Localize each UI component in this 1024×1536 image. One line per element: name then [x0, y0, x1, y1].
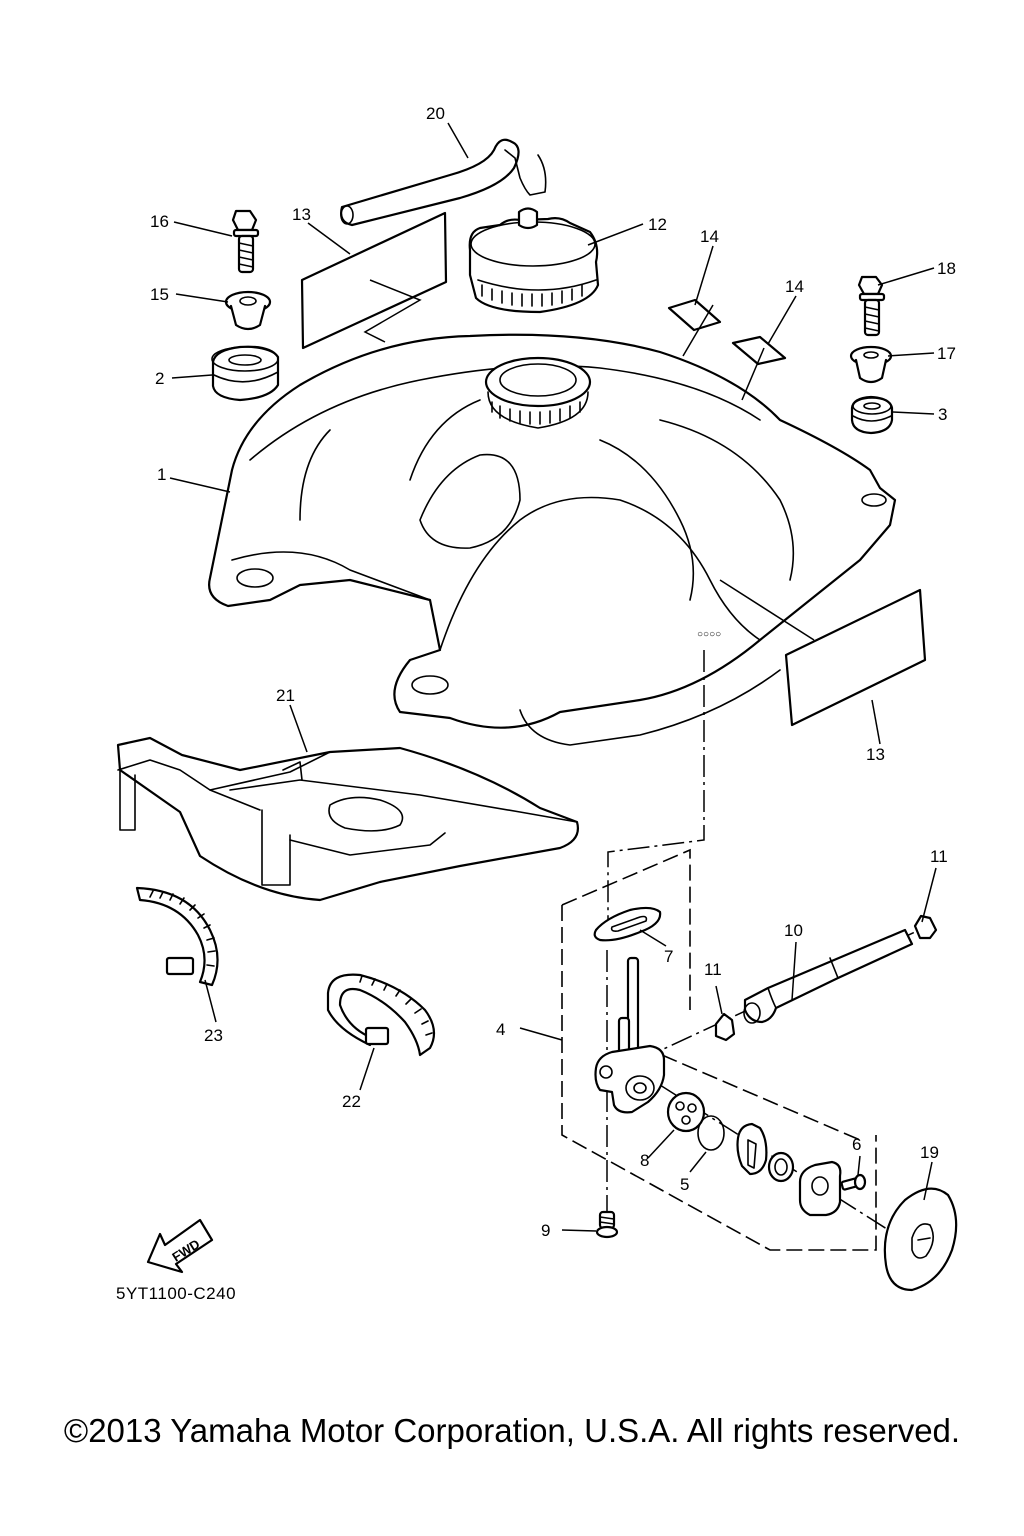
- hose-clip-11-lower: [714, 1012, 736, 1042]
- callout-numbers: 20 13 16 12 14 14 18 15 17 2 3 1 21 13 1…: [150, 104, 956, 1240]
- callout-18: 18: [937, 259, 956, 278]
- callout-14-right: 14: [785, 277, 804, 296]
- callout-7: 7: [664, 947, 673, 966]
- collar-15: [224, 290, 272, 331]
- o-ring-5: [697, 1115, 725, 1151]
- warning-label-top: [300, 211, 448, 350]
- breather-hose: [340, 138, 547, 227]
- callout-3: 3: [938, 405, 947, 424]
- emblem-pad-right: [731, 335, 787, 366]
- callout-19: 19: [920, 1143, 939, 1162]
- screw-9: [595, 1210, 619, 1239]
- lever-washer: [767, 1151, 795, 1183]
- tank-cap: [468, 207, 600, 314]
- figure-code: 5YT1100-C240: [116, 1284, 237, 1303]
- copyright-notice: ©2013 Yamaha Motor Corporation, U.S.A. A…: [63, 1412, 961, 1449]
- callout-6: 6: [852, 1135, 861, 1154]
- hose-band-22: [326, 973, 436, 1057]
- leader-lines: [169, 122, 937, 1232]
- callout-22: 22: [342, 1092, 361, 1111]
- callout-17: 17: [937, 344, 956, 363]
- callout-4: 4: [496, 1020, 505, 1039]
- fuel-cock-lever: [736, 1122, 768, 1176]
- fuel-cock-4: [594, 956, 666, 1114]
- callout-13-top: 13: [292, 205, 311, 224]
- filter-8: [666, 1091, 706, 1133]
- callout-8: 8: [640, 1151, 649, 1170]
- callout-13-side: 13: [866, 745, 885, 764]
- warning-label-side: [784, 588, 927, 727]
- callout-5: 5: [680, 1175, 689, 1194]
- fuel-hose-10: [743, 928, 914, 1024]
- damper-3: [850, 395, 894, 435]
- callout-16: 16: [150, 212, 169, 231]
- fuel-tank: ○○○○: [208, 333, 897, 746]
- callout-1: 1: [157, 465, 166, 484]
- callout-15: 15: [150, 285, 169, 304]
- collar-17: [849, 345, 893, 384]
- callout-21: 21: [276, 686, 295, 705]
- bolt-18: [857, 275, 886, 337]
- tank-under-cover: [116, 736, 579, 902]
- svg-text:○○○○: ○○○○: [697, 629, 721, 640]
- gasket-7: [593, 906, 662, 942]
- callout-10: 10: [784, 921, 803, 940]
- fuel-cock-assembly: [561, 650, 938, 1251]
- fuel-cock-cover-19: [883, 1187, 958, 1292]
- callout-23: 23: [204, 1026, 223, 1045]
- callout-2: 2: [155, 369, 164, 388]
- emblem-pad-left: [667, 298, 722, 332]
- hose-band-23: [135, 886, 219, 987]
- callout-12: 12: [648, 215, 667, 234]
- callout-11-lower: 11: [704, 960, 722, 979]
- cock-plate: [798, 1160, 842, 1217]
- callout-20: 20: [426, 104, 445, 123]
- screw-6: [840, 1173, 867, 1191]
- bolt-16: [231, 209, 260, 274]
- hose-clip-11-upper: [913, 914, 938, 940]
- fwd-arrow-icon: FWD: [146, 1218, 214, 1274]
- callout-11-upper: 11: [930, 847, 948, 866]
- callout-14-left: 14: [700, 227, 719, 246]
- grommet-2: [211, 345, 280, 402]
- callout-9: 9: [541, 1221, 550, 1240]
